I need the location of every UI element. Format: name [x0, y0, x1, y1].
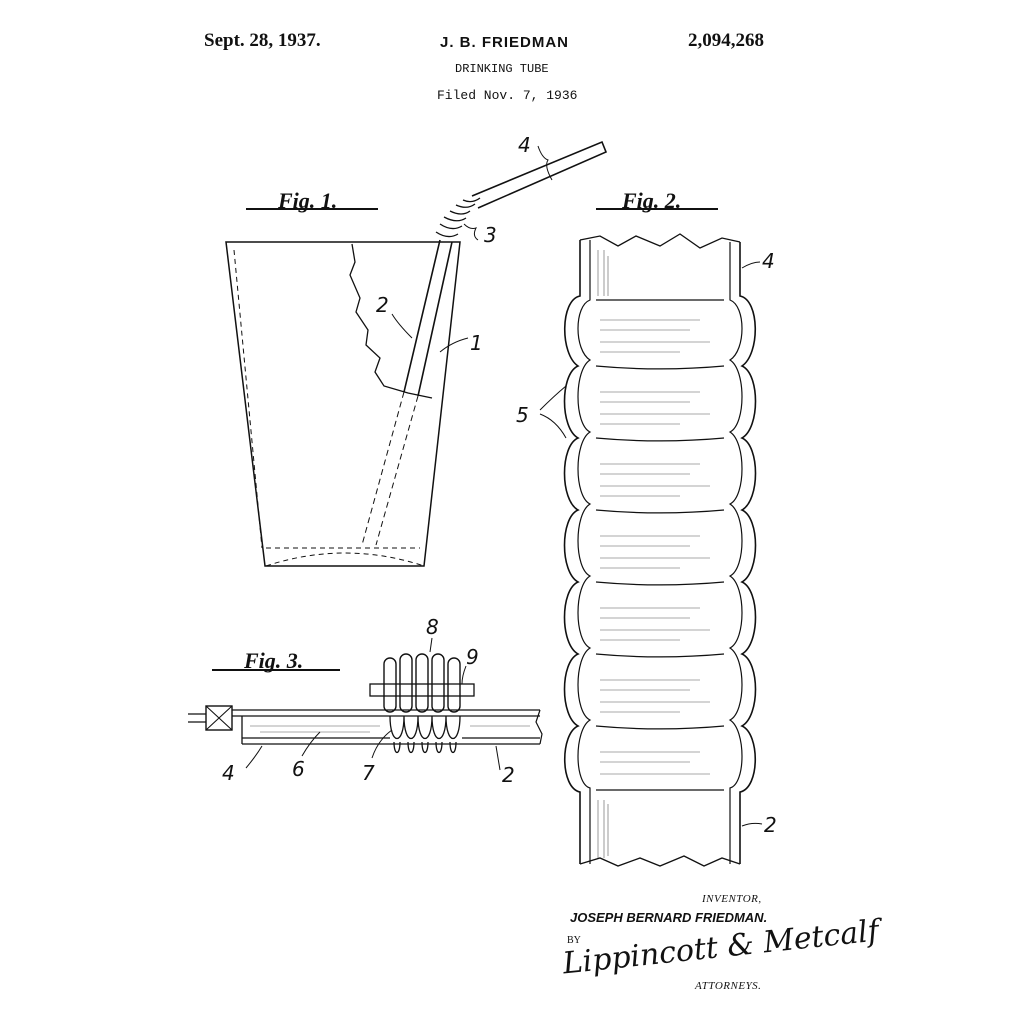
fig3-leader-9	[461, 665, 467, 685]
patent-title: DRINKING TUBE	[455, 62, 549, 76]
straw-upper	[471, 140, 608, 209]
fig3-tube-shading	[250, 725, 530, 733]
fig3-ref-8: 8	[426, 615, 439, 639]
fig3-tube-break	[535, 709, 543, 745]
straw-hidden	[361, 391, 419, 546]
inventor-label: INVENTOR,	[702, 893, 762, 905]
attorneys-label: ATTORNEYS.	[695, 980, 762, 992]
fig3-tube	[232, 709, 540, 745]
fig1-leader-2	[391, 313, 413, 339]
fig1-ref-1: 1	[470, 331, 483, 355]
straw-bellows	[435, 197, 481, 238]
patent-number: 2,094,268	[688, 30, 764, 51]
fig2-ref-5: 5	[516, 403, 529, 427]
fig2-broken-bottom	[579, 855, 741, 867]
fig3-ref-9: 9	[466, 645, 479, 669]
inventor-heading: J. B. FRIEDMAN	[440, 34, 570, 51]
fig1-group: Fig. 1. 4 3 2 1	[225, 133, 608, 567]
fig3-tube-corrugations	[389, 715, 461, 754]
fig2-leader-2	[741, 822, 763, 827]
fig3-chuck-cross	[205, 705, 233, 731]
fig3-leader-8	[429, 637, 433, 653]
fig1-ref-3: 3	[484, 223, 497, 247]
fig2-wall-left-outer	[563, 240, 581, 864]
fig1-leader-3	[463, 223, 479, 241]
glass-inner-wall-left	[233, 249, 263, 549]
fig2-ref-2: 2	[764, 813, 777, 837]
fig2-wall-right-inner	[728, 242, 743, 864]
fig3-ref-7: 7	[362, 761, 375, 785]
straw-body	[403, 239, 453, 397]
filed-date: Filed Nov. 7, 1936	[437, 88, 578, 103]
fig3-crimp-discs	[383, 653, 461, 713]
fig3-leader-4	[245, 745, 263, 769]
fig3-group: Fig. 3. 8 9 4	[188, 615, 543, 787]
fig3-ref-6: 6	[292, 757, 305, 781]
fig1-ref-4: 4	[518, 133, 531, 157]
by-label: BY	[567, 935, 581, 946]
fig2-group: Fig. 2. 4	[516, 188, 777, 867]
fig3-ref-2: 2	[502, 763, 515, 787]
fig3-mandrel-end	[188, 713, 206, 723]
fig3-chuck	[205, 705, 233, 731]
fig2-wall-left-inner	[577, 240, 592, 864]
fig2-leader-5	[539, 385, 567, 439]
inventor-name: JOSEPH BERNARD FRIEDMAN.	[570, 910, 768, 925]
fig3-leader-2	[495, 745, 501, 771]
fig2-shading	[597, 250, 710, 858]
fig3-ref-4: 4	[222, 761, 235, 785]
glass-outline	[225, 241, 461, 567]
fig3-axle	[369, 683, 475, 697]
fig2-valley-lines	[595, 299, 725, 791]
glass-broken-edge	[349, 243, 433, 399]
fig1-ref-2: 2	[376, 293, 389, 317]
fig1-leader-4	[537, 145, 553, 181]
fig1-leader-1	[439, 337, 469, 353]
glass-base-curve	[265, 552, 425, 567]
fig2-wall-right-outer	[739, 242, 757, 864]
fig2-ref-4: 4	[762, 249, 775, 273]
patent-date: Sept. 28, 1937.	[204, 30, 321, 51]
fig2-leader-4	[741, 261, 761, 269]
fig3-leader-7	[371, 729, 393, 759]
fig3-label: Fig. 3.	[243, 648, 303, 673]
fig3-leader-6	[301, 731, 321, 757]
fig2-broken-top	[579, 233, 741, 249]
